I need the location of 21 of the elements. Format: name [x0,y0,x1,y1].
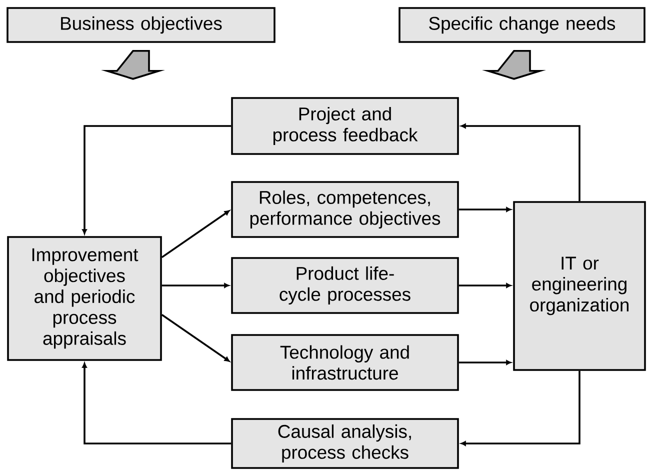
input-box: Specific change needs [398,7,646,43]
block-arrow [482,50,546,80]
process-box: Project and process feedback [231,97,459,155]
process-box: Improvement objectives and periodic process appraisals [7,236,162,361]
arrow [458,207,512,212]
arrow [82,125,232,234]
arrow [458,360,512,365]
arrow [82,362,232,444]
arrow [161,210,230,258]
process-box: Causal analysis, process checks [231,418,459,469]
organization-box: IT or engineering organization [513,201,646,371]
arrow [162,283,230,288]
block-arrow [101,50,165,80]
arrow [460,124,580,202]
arrow [460,370,580,446]
input-box: Business objectives [6,7,276,43]
process-box: Roles, competences, performance objectives [231,181,459,238]
process-box: Product life-cycle processes [231,257,459,314]
process-box: Technology and infrastructure [231,334,459,391]
arrow [458,283,512,288]
arrow [161,314,230,362]
